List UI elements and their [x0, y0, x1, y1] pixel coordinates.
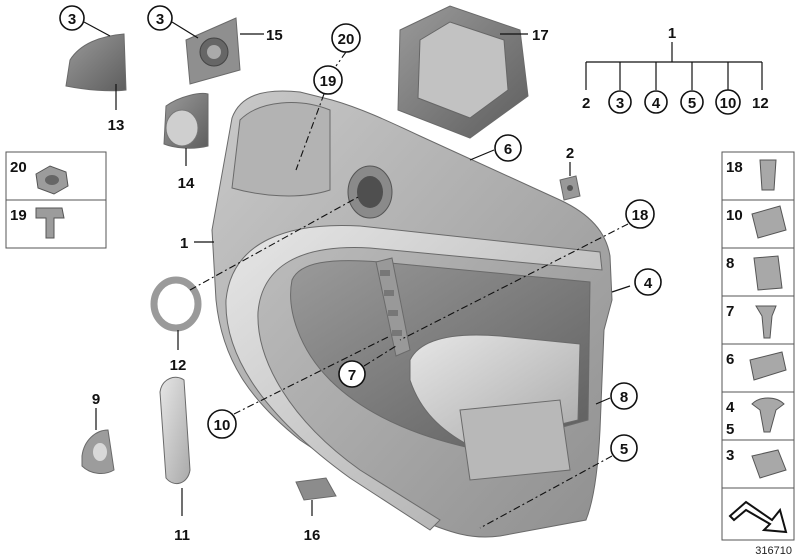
legend-label-6: 6	[726, 351, 734, 368]
tree-circle-3	[608, 90, 632, 114]
tree-child-5: 5	[688, 95, 696, 112]
tree-child-3: 3	[616, 95, 624, 112]
clip-nut	[559, 175, 581, 201]
callout-12: 12	[170, 357, 187, 374]
callout-circle-5	[610, 434, 638, 462]
callout-circle-4	[634, 268, 662, 296]
callout-circle-18	[625, 199, 655, 229]
callout-11: 11	[174, 527, 190, 544]
door-handle-bracket	[375, 257, 411, 357]
pull-handle	[159, 376, 191, 485]
callout-15: 15	[266, 27, 283, 44]
tree-child-2: 2	[582, 95, 590, 112]
callout-3a: 3	[68, 11, 76, 28]
callout-14: 14	[178, 175, 195, 192]
door-trim-panel	[211, 90, 613, 538]
tree-circle-4	[644, 90, 668, 114]
legend-label-10: 10	[726, 207, 743, 224]
legend-label-5: 5	[726, 421, 734, 438]
tree-child-10: 10	[720, 95, 737, 112]
clip-cover	[81, 429, 115, 474]
legend-label-18: 18	[726, 159, 743, 176]
parts-tree: 1 2 3 4 5 10 12	[582, 25, 769, 115]
callout-circle-7	[338, 360, 366, 388]
callout-17: 17	[532, 27, 549, 44]
right-legend: 18 10 8 7 6 4 5 3	[721, 151, 795, 541]
callout-circle-3b	[147, 5, 173, 31]
callout-3b: 3	[156, 11, 164, 28]
small-cover	[295, 477, 337, 501]
callout-1: 1	[180, 235, 188, 252]
callout-circle-10	[207, 409, 237, 439]
callout-circle-6	[494, 134, 522, 162]
tweeter-housing	[185, 17, 241, 85]
callout-10: 10	[214, 417, 231, 434]
callout-19: 19	[320, 73, 337, 90]
speaker-cover	[163, 93, 209, 149]
callout-13: 13	[108, 117, 125, 134]
callout-16: 16	[304, 527, 321, 544]
callout-8: 8	[620, 389, 628, 406]
tree-circle-5	[680, 90, 704, 114]
callout-4: 4	[644, 275, 653, 292]
foam-insert	[397, 5, 529, 139]
legend-label-4: 4	[726, 399, 735, 416]
legend-label-3: 3	[726, 447, 734, 464]
legend-label-8: 8	[726, 255, 734, 272]
callout-18: 18	[632, 207, 649, 224]
callout-20: 20	[338, 31, 355, 48]
legend-label-19: 19	[10, 207, 27, 224]
tree-root-label: 1	[668, 25, 676, 42]
callout-circle-3a	[59, 5, 85, 31]
tree-circle-10	[715, 89, 741, 115]
panel-speaker-recess	[347, 165, 393, 219]
callout-9: 9	[92, 391, 100, 408]
legend-label-7: 7	[726, 303, 734, 320]
callout-5: 5	[620, 441, 628, 458]
trim-ring	[150, 276, 202, 332]
callout-circle-19	[313, 65, 343, 95]
legend-label-20: 20	[10, 159, 27, 176]
tree-child-12: 12	[752, 95, 769, 112]
callout-2: 2	[566, 145, 574, 162]
callout-6: 6	[504, 141, 512, 158]
tree-child-4: 4	[652, 95, 661, 112]
reference-number: 316710	[755, 545, 792, 557]
callout-7: 7	[348, 367, 356, 384]
left-legend: 20 19	[5, 151, 107, 249]
mirror-triangle-cover	[65, 33, 127, 92]
callout-circle-8	[610, 382, 638, 410]
